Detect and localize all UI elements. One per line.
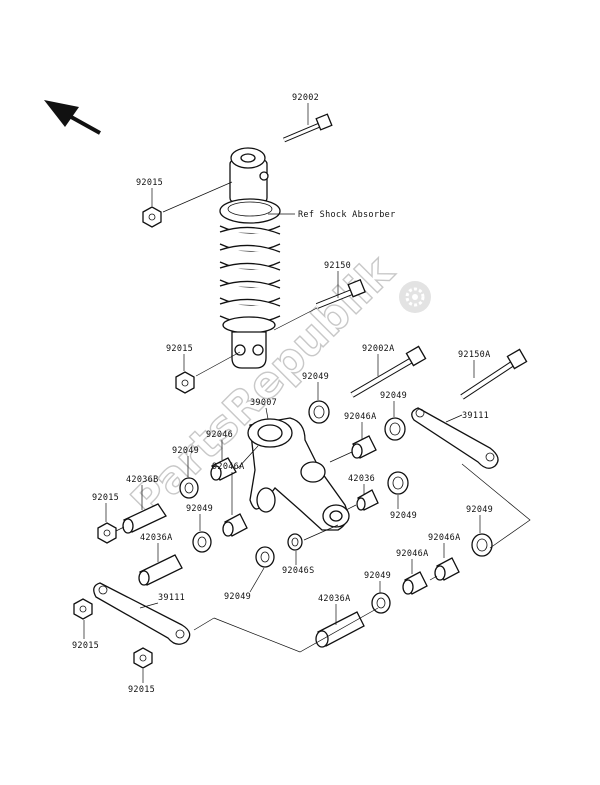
rocker-arm-39007 <box>247 417 350 531</box>
label-42036A-lower: 42036A <box>318 594 351 604</box>
label-92046A-lower-a: 92046A <box>396 549 429 559</box>
bearing-92046 <box>210 457 237 481</box>
label-92049-f: 92049 <box>466 505 493 515</box>
bearing-92046A-upper-right <box>351 435 377 459</box>
nut-92015-shock-lower <box>175 371 195 394</box>
label-92046: 92046 <box>206 430 233 440</box>
label-39111-left: 39111 <box>158 593 185 603</box>
bolt-92002 <box>283 113 333 143</box>
label-92015-upper: 92015 <box>136 178 163 188</box>
seal-92049-c <box>179 477 199 499</box>
part-labels: 92002 92015 Ref Shock Absorber 92150 920… <box>72 93 493 695</box>
gear-icon <box>399 281 431 313</box>
label-39007: 39007 <box>250 398 277 408</box>
front-direction-arrow-icon <box>44 100 101 135</box>
bolt-92150 <box>315 278 366 309</box>
label-92049-c: 92049 <box>172 446 199 456</box>
seal-92049-d <box>387 471 409 495</box>
assembly-leaders <box>115 181 531 653</box>
seal-92049-f <box>471 533 493 557</box>
nut-92015-upper <box>142 206 162 228</box>
label-92015-tie-rod-bottom: 92015 <box>128 685 155 695</box>
seal-92049-h <box>371 592 391 614</box>
label-92015-left: 92015 <box>92 493 119 503</box>
label-42036A-upper: 42036A <box>140 533 173 543</box>
sleeve-42036 <box>356 489 379 511</box>
nut-92015-tie-rod-bottom <box>133 647 153 669</box>
label-92049-d: 92049 <box>390 511 417 521</box>
label-42036B: 42036B <box>126 475 159 485</box>
seal-92049-a <box>308 400 330 424</box>
bearing-92046A-lower-a <box>402 571 428 595</box>
label-92150: 92150 <box>324 261 351 271</box>
bolt-92002A <box>350 345 427 398</box>
label-92002: 92002 <box>292 93 319 103</box>
label-92046A-mid: 92046A <box>212 462 245 472</box>
label-92150A: 92150A <box>458 350 491 360</box>
tie-rod-39111-left <box>93 582 191 645</box>
seal-92049-g <box>255 546 275 568</box>
seal-92049-b <box>384 417 406 441</box>
shock-absorber <box>219 147 281 369</box>
label-92049-a: 92049 <box>302 372 329 382</box>
nut-92015-tie-rod-left <box>73 598 93 620</box>
label-92046A-upper-right: 92046A <box>344 412 377 422</box>
label-92046A-lower-b: 92046A <box>428 533 461 543</box>
sleeve-42036B <box>122 503 167 534</box>
tie-rod-39111-right <box>411 407 499 469</box>
label-42036: 42036 <box>348 474 375 484</box>
nut-92015-left <box>97 522 117 544</box>
label-92049-h: 92049 <box>364 571 391 581</box>
label-92015-shock-lower: 92015 <box>166 344 193 354</box>
label-92049-e: 92049 <box>186 504 213 514</box>
bolt-92150A <box>460 348 528 400</box>
seal-92049-e <box>192 531 212 553</box>
label-92002A: 92002A <box>362 344 395 354</box>
label-39111-right: 39111 <box>462 411 489 421</box>
label-92015-tie-rod-left: 92015 <box>72 641 99 651</box>
label-ref-shock-absorber: Ref Shock Absorber <box>298 210 396 220</box>
bearing-92046A-lower-b <box>434 557 460 581</box>
sleeve-42036A-upper <box>138 554 183 586</box>
bearing-92046S <box>287 533 303 551</box>
bearing-92046A-mid <box>222 513 248 537</box>
label-92046S: 92046S <box>282 566 315 576</box>
label-92049-g: 92049 <box>224 592 251 602</box>
label-92049-b: 92049 <box>380 391 407 401</box>
